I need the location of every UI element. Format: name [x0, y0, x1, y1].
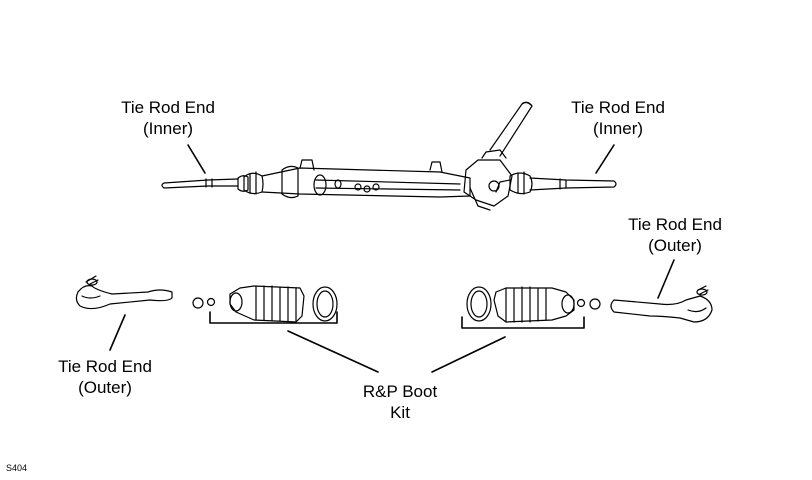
- left-boot-kit-bracket: [209, 311, 338, 324]
- boot-kit-leader-left: [287, 330, 379, 373]
- inner-left-label: Tie Rod End (Inner): [121, 98, 215, 138]
- left-outer-tie-rod-end: [75, 275, 173, 310]
- right-boot-kit-parts: [466, 286, 601, 323]
- pinion-housing: [463, 159, 513, 207]
- left-bellows-boot: [229, 285, 305, 323]
- outer-right-leader: [657, 259, 675, 299]
- figure-code: S404: [6, 463, 28, 473]
- right-outer-tie-rod-end: [610, 285, 713, 323]
- inner-right-leader: [595, 144, 615, 174]
- left-boot-kit-parts: [192, 285, 338, 323]
- inner-right-label: Tie Rod End (Inner): [571, 98, 665, 138]
- rack-and-pinion-assembly: [161, 101, 617, 211]
- left-rack-boot: [243, 172, 264, 195]
- right-rack-boot: [509, 172, 533, 195]
- boot-kit-leader-right: [431, 336, 506, 373]
- rack-housing: [261, 167, 471, 198]
- left-inner-tie-rod: [161, 178, 239, 189]
- right-inner-tie-rod: [529, 177, 617, 191]
- right-boot-kit-bracket: [461, 316, 585, 329]
- outer-left-label: Tie Rod End (Outer): [58, 357, 152, 397]
- right-boot-clamp: [466, 286, 492, 322]
- left-boot-clamp: [312, 286, 338, 322]
- boot-kit-label: R&P Boot Kit: [362, 382, 438, 422]
- inner-left-leader: [187, 144, 206, 174]
- outer-left-leader: [109, 314, 126, 351]
- pinion-input-shaft: [489, 101, 533, 157]
- outer-right-label: Tie Rod End (Outer): [628, 215, 722, 255]
